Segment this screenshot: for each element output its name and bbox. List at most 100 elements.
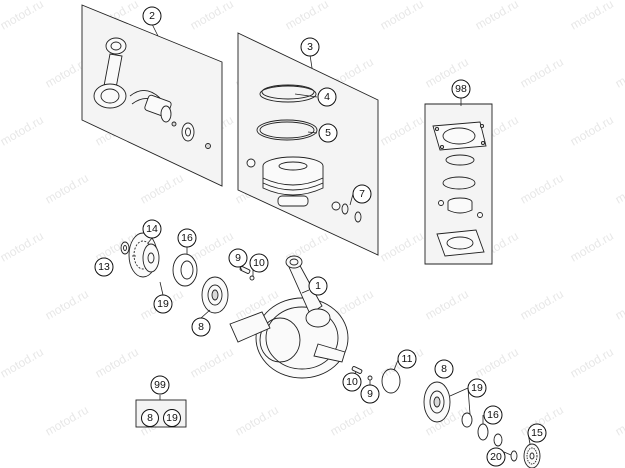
main-bearing-icon xyxy=(423,381,451,423)
watermark-text: motod.ru xyxy=(568,0,616,33)
crank-pin-icon xyxy=(144,94,172,123)
o-ring-icon xyxy=(442,154,476,190)
gear-icon xyxy=(523,443,541,468)
gear-icon xyxy=(128,232,160,278)
watermark-text: motod.ru xyxy=(0,229,46,265)
kit-99-item-19[interactable]: 19 xyxy=(163,409,181,427)
watermark-text: motod.ru xyxy=(0,345,46,381)
watermark-text: motod.ru xyxy=(518,287,566,323)
callout-9[interactable]: 9 xyxy=(228,248,248,268)
watermark-text: motod.ru xyxy=(378,229,426,265)
callout-16[interactable]: 16 xyxy=(483,405,503,425)
svg-text:8: 8 xyxy=(441,363,447,375)
svg-text:2: 2 xyxy=(149,10,155,22)
panel-piston-kit xyxy=(237,32,379,256)
svg-text:9: 9 xyxy=(367,388,373,400)
svg-text:15: 15 xyxy=(531,427,543,439)
svg-text:9: 9 xyxy=(235,252,241,264)
callout-3[interactable]: 3 xyxy=(300,37,320,57)
watermark-text: motod.ru xyxy=(93,345,141,381)
callout-markers: 1 2 3 4 5 7 98 14 16 13 9 10 19 8 11 10 … xyxy=(94,6,547,467)
watermark-text: motod.ru xyxy=(568,345,616,381)
watermark-text: motod.ru xyxy=(188,345,236,381)
watermark-text: motod.ru xyxy=(613,403,625,439)
callout-4[interactable]: 4 xyxy=(317,87,337,107)
callout-10[interactable]: 10 xyxy=(342,372,362,392)
callout-16[interactable]: 16 xyxy=(177,228,197,248)
crankshaft-icon xyxy=(229,255,349,379)
watermark-text: motod.ru xyxy=(613,55,625,91)
watermark-text: motod.ru xyxy=(518,171,566,207)
svg-text:13: 13 xyxy=(98,261,110,273)
svg-text:10: 10 xyxy=(346,376,358,388)
callout-8[interactable]: 8 xyxy=(434,359,454,379)
callout-14[interactable]: 14 xyxy=(142,219,162,239)
svg-text:11: 11 xyxy=(402,353,413,365)
watermark-text: motod.ru xyxy=(43,171,91,207)
svg-text:4: 4 xyxy=(324,91,330,103)
watermark-text: motod.ru xyxy=(233,403,281,439)
svg-text:19: 19 xyxy=(166,412,178,424)
svg-text:3: 3 xyxy=(307,41,313,53)
callout-11[interactable]: 11 xyxy=(397,349,417,369)
thrust-washer-icon xyxy=(171,121,211,149)
watermark-text: motod.ru xyxy=(43,287,91,323)
svg-text:19: 19 xyxy=(157,298,169,310)
svg-text:7: 7 xyxy=(359,188,365,200)
svg-text:98: 98 xyxy=(455,83,467,95)
watermark-text: motod.ru xyxy=(473,345,521,381)
watermark-text: motod.ru xyxy=(0,113,46,149)
watermark-text: motod.ru xyxy=(423,287,471,323)
svg-text:5: 5 xyxy=(325,127,331,139)
piston-ring-icon xyxy=(256,119,318,141)
watermark-text: motod.ru xyxy=(568,229,616,265)
watermark-text: motod.ru xyxy=(613,171,625,207)
small-piston-icon xyxy=(438,197,483,218)
piston-ring-icon xyxy=(259,84,317,103)
base-gasket-icon xyxy=(436,229,485,257)
pin-icon xyxy=(239,266,255,281)
watermark-text: motod.ru xyxy=(138,171,186,207)
kit-99-item-8[interactable]: 8 xyxy=(141,409,159,427)
callout-20[interactable]: 20 xyxy=(486,447,506,467)
callout-19[interactable]: 19 xyxy=(467,378,487,398)
bearing-ring-icon xyxy=(381,368,401,394)
callout-98[interactable]: 98 xyxy=(451,79,471,99)
svg-text:14: 14 xyxy=(146,223,158,235)
svg-text:8: 8 xyxy=(147,412,153,424)
watermark-text: motod.ru xyxy=(43,403,91,439)
callout-10[interactable]: 10 xyxy=(249,253,269,273)
svg-text:10: 10 xyxy=(253,257,265,269)
svg-text:20: 20 xyxy=(490,451,502,463)
callout-5[interactable]: 5 xyxy=(318,123,338,143)
callout-15[interactable]: 15 xyxy=(527,423,547,443)
watermark-text: motod.ru xyxy=(613,287,625,323)
watermark-text: motod.ru xyxy=(473,0,521,33)
callout-8[interactable]: 8 xyxy=(191,317,211,337)
svg-text:16: 16 xyxy=(487,409,499,421)
callout-19[interactable]: 19 xyxy=(153,294,173,314)
svg-text:19: 19 xyxy=(471,382,483,394)
svg-text:1: 1 xyxy=(315,280,321,292)
connecting-rod-icon xyxy=(93,37,127,109)
washer-icon xyxy=(120,241,130,255)
callout-1[interactable]: 1 xyxy=(308,276,328,296)
watermark-text: motod.ru xyxy=(0,0,46,33)
callout-7[interactable]: 7 xyxy=(352,184,372,204)
callout-9[interactable]: 9 xyxy=(360,384,380,404)
svg-text:16: 16 xyxy=(181,232,193,244)
watermark-text: motod.ru xyxy=(328,403,376,439)
watermark-text: motod.ru xyxy=(378,113,426,149)
cylinder-head-gasket-icon xyxy=(432,121,487,151)
main-bearing-icon xyxy=(201,276,229,314)
callout-13[interactable]: 13 xyxy=(94,257,114,277)
watermark-text: motod.ru xyxy=(518,55,566,91)
watermark-text: motod.ru xyxy=(283,0,331,33)
callout-2[interactable]: 2 xyxy=(142,6,162,26)
watermark-text: motod.ru xyxy=(188,0,236,33)
callout-99[interactable]: 99 xyxy=(150,375,170,395)
washer-icon xyxy=(510,450,518,462)
piston-icon xyxy=(246,156,341,211)
piston-pin-clip-icon xyxy=(341,203,362,223)
